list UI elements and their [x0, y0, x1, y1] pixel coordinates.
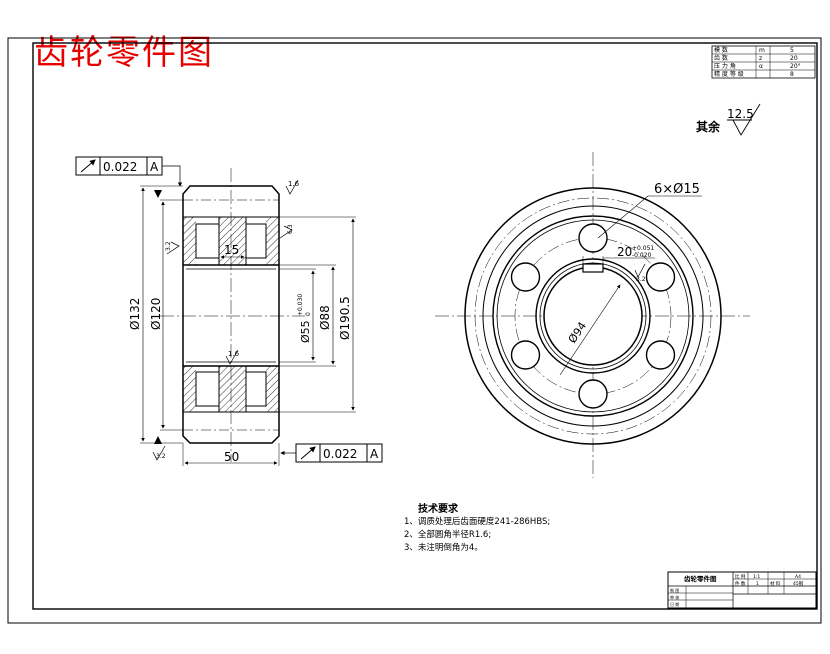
param-value: 20	[790, 55, 798, 62]
gear-section-outline	[182, 185, 280, 444]
param-symbol: z	[759, 55, 762, 62]
keyway-dim: 20	[617, 245, 632, 259]
dim-d132: Ø132	[128, 298, 142, 330]
roughness-mark: 3.2	[165, 241, 180, 255]
param-label: 精 度 等 级	[714, 70, 744, 78]
tb-material-value: 45钢	[793, 580, 804, 587]
param-value: 5	[790, 47, 794, 54]
dim-d55-tol-lower: 0	[305, 312, 312, 316]
tb-material-label: 材 料	[770, 580, 781, 587]
roughness-mark: 1.6	[225, 349, 240, 365]
dim-d120: Ø120	[149, 298, 163, 330]
root-circle	[482, 205, 704, 427]
keyway-tol-upper: +0.051	[632, 245, 654, 252]
roughness-other-value: 12.5	[727, 107, 754, 121]
param-symbol: α	[759, 63, 763, 70]
tb-row-label: 制 图	[670, 587, 679, 593]
tech-item: 3、未注明倒角为4。	[404, 542, 483, 553]
tol-top-value: 0.022	[103, 160, 137, 174]
bore-circle	[543, 266, 643, 366]
svg-text:3.2: 3.2	[165, 241, 172, 251]
roughness-mark: 6.3	[279, 224, 294, 239]
tol-bottom-datum: A	[370, 447, 379, 461]
inner-border	[32, 42, 818, 610]
param-label: 压 力 角	[714, 62, 736, 70]
pitch-circle	[474, 197, 712, 435]
tb-ratio-value: 1:1	[753, 574, 760, 580]
tb-ratio-label: 比 例	[735, 573, 746, 580]
keyway	[582, 263, 604, 273]
param-symbol: m	[759, 47, 765, 54]
tb-row-label: 日 期	[670, 601, 679, 607]
keyway-tol-lower: -0.020	[632, 252, 652, 259]
runout-tolerance-top: 0.022 A	[75, 156, 183, 187]
outer-border	[7, 37, 822, 624]
lightening-hole	[645, 262, 676, 292]
lightening-hole	[510, 262, 541, 292]
svg-text:1.6: 1.6	[288, 180, 300, 188]
tb-sheet: A4	[795, 574, 801, 580]
tb-row-label: 审 核	[670, 594, 679, 600]
tol-top-datum: A	[150, 160, 159, 174]
roughness-other-label: 其余	[696, 119, 721, 134]
tol-bottom-value: 0.022	[323, 447, 357, 461]
param-label: 模 数	[714, 46, 728, 54]
drawing-title-red: 齿轮零件图	[34, 33, 214, 73]
param-value: 8	[790, 71, 794, 78]
svg-text:3.2: 3.2	[156, 453, 166, 460]
tb-qty-label: 件 数	[735, 580, 746, 587]
lightening-hole	[510, 340, 541, 370]
title-block: 齿轮零件图 比 例 件 数 材 料 1:1 1 45钢 A4 制 图 审 核 日…	[667, 571, 817, 609]
param-label: 齿 数	[714, 54, 728, 62]
roughness-other: 其余 12.5	[696, 103, 761, 136]
tech-item: 2、全部圆角半径R1.6;	[404, 529, 491, 540]
tech-item: 1、调质处理后齿面硬度241-286HBS;	[404, 516, 550, 527]
dim-d190: Ø190.5	[338, 296, 352, 340]
tip-circle	[464, 187, 722, 445]
dim-w50: 50	[224, 450, 239, 464]
front-view: 6×Ø15 20 +0.051 -0.020 3.2 Ø94	[435, 152, 750, 478]
title-block-name: 齿轮零件图	[684, 574, 717, 583]
roughness-mark: 1.6	[285, 179, 300, 195]
key-roughness: 3.2	[636, 276, 646, 283]
param-value: 20°	[790, 63, 801, 70]
svg-text:6.3: 6.3	[287, 224, 294, 234]
svg-text:1.6: 1.6	[228, 350, 240, 358]
lightening-hole	[578, 223, 608, 253]
parameter-table: 模 数 m 5 齿 数 z 20 压 力 角 α 20° 精 度 等 级 8	[711, 45, 816, 79]
holes-label: 6×Ø15	[654, 182, 700, 197]
tech-requirements: 技术要求 1、调质处理后齿面硬度241-286HBS; 2、全部圆角半径R1.6…	[404, 502, 550, 553]
dim-d88: Ø88	[318, 305, 332, 330]
lightening-hole	[645, 340, 676, 370]
runout-tolerance-bottom: 0.022 A	[280, 443, 383, 463]
roughness-mark: 3.2	[152, 445, 166, 461]
tb-qty-value: 1	[756, 581, 759, 587]
lightening-hole	[578, 379, 608, 409]
dim-w15: 15	[224, 243, 239, 257]
section-view: Ø132 Ø120 Ø55 +0.030 0 Ø88 Ø190.5 50 15 …	[75, 156, 383, 466]
dim-d55: Ø55	[299, 320, 312, 343]
tech-title: 技术要求	[418, 502, 459, 515]
dim-d55-tol-upper: +0.030	[297, 294, 304, 316]
